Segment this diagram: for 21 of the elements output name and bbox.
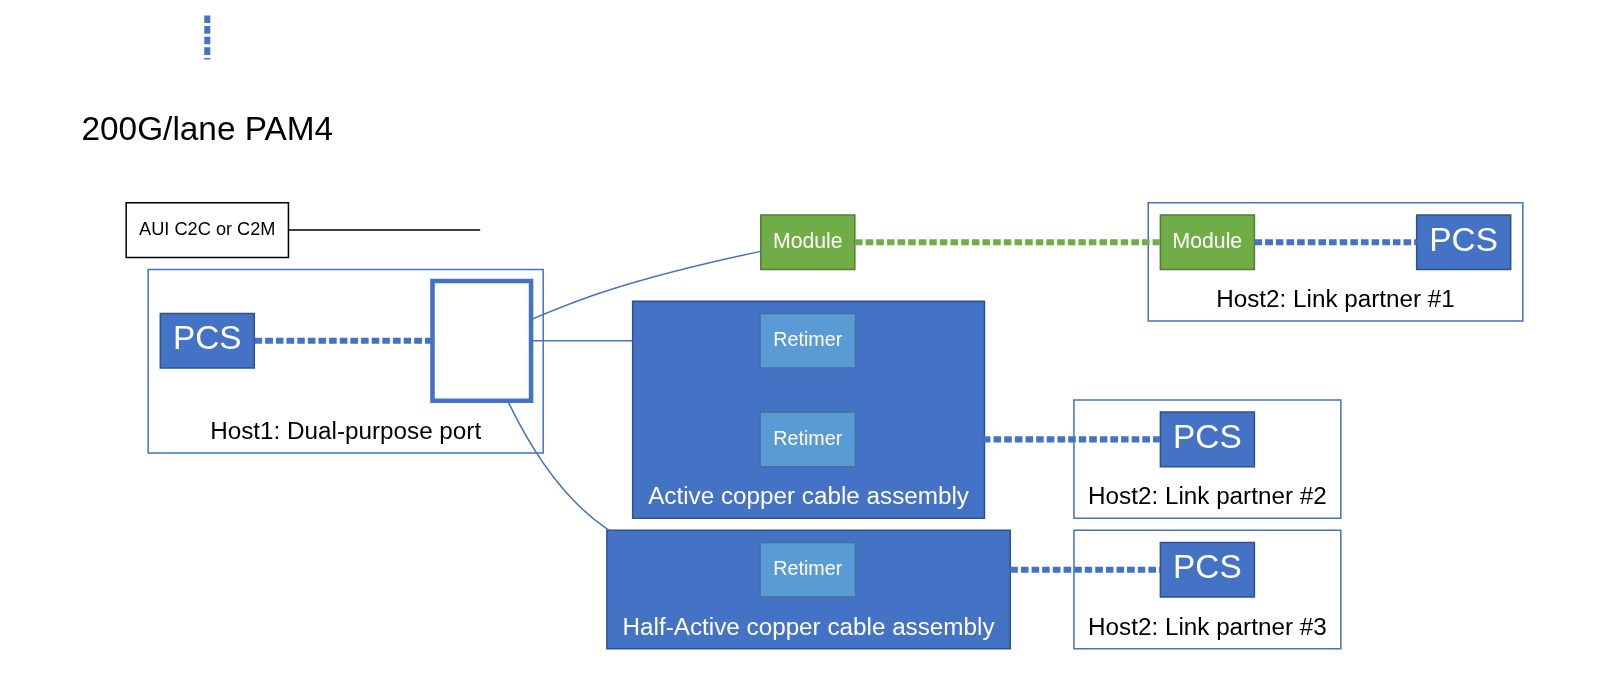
node-box: Retimer bbox=[759, 411, 857, 468]
node-box: PCS bbox=[1159, 411, 1256, 468]
node-box: Retimer bbox=[759, 312, 857, 369]
node-box: PCS bbox=[159, 312, 256, 369]
connector bbox=[1254, 239, 1417, 246]
node-box: Module bbox=[760, 214, 856, 271]
legend-label: 200G/lane PAM4 bbox=[81, 110, 334, 148]
connector bbox=[288, 229, 481, 231]
connector bbox=[530, 250, 762, 321]
node-box: PCS bbox=[1415, 214, 1512, 271]
node-box: AUI C2C or C2M bbox=[125, 202, 290, 259]
connector bbox=[855, 239, 1160, 246]
node-box: Module bbox=[1159, 214, 1256, 271]
connector bbox=[1010, 566, 1160, 573]
connector bbox=[530, 340, 634, 342]
connector bbox=[855, 436, 1160, 443]
node-box bbox=[430, 278, 534, 403]
connector bbox=[254, 337, 433, 344]
node-box: Retimer bbox=[759, 541, 857, 598]
node-box: PCS bbox=[1159, 541, 1256, 598]
connector bbox=[506, 400, 610, 532]
